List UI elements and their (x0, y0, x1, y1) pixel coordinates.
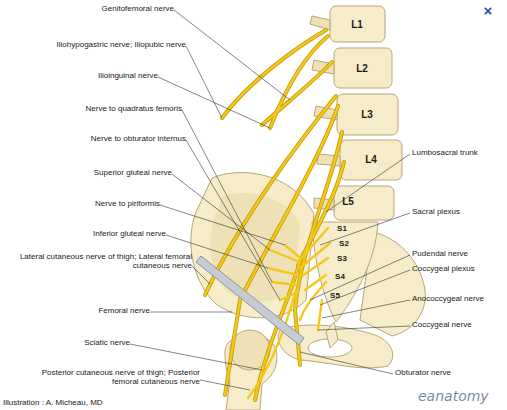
nerve-label: Femoral nerve (5, 306, 150, 315)
inguinal-ligament (196, 256, 304, 345)
leader-line (186, 46, 222, 118)
vertebra-label: L1 (345, 19, 369, 31)
nerve-label: Lumbosacral trunk (412, 148, 504, 157)
nerve-outline (205, 30, 344, 400)
leader-line (318, 326, 410, 330)
vertebra-label: S4 (330, 272, 350, 281)
nerve-label: Ilioinguinal nerve (8, 71, 158, 80)
vertebra-label: L2 (350, 63, 374, 75)
coccyx-bone (326, 322, 338, 348)
iliohypogastric-nerve (222, 30, 326, 118)
leader-lines (130, 10, 410, 390)
vertebral-body (334, 186, 394, 220)
vertebral-body (337, 94, 398, 135)
leader-line (182, 110, 272, 282)
nerve-label: Iliohypogastric nerve; Iliopubic nerve (6, 40, 186, 49)
close-icon: × (480, 2, 496, 19)
vertebra-label: S5 (325, 291, 345, 300)
ilioinguinal-nerve (270, 36, 328, 128)
leader-line (326, 154, 410, 212)
vertebral-body (330, 6, 385, 42)
nerve-label: Lateral cutaneous nerve of thigh; Latera… (2, 252, 192, 270)
nerve-label: Genitofemoral nerve (4, 4, 174, 13)
nerve-label: Superior gluteal nerve (7, 168, 172, 177)
vertebra-label: S3 (332, 254, 352, 263)
nerve-label: Pudendal nerve (412, 249, 504, 258)
nerve-label: Nerve to piriformis (5, 199, 160, 208)
nerve-label: Coccygeal plexus (412, 264, 504, 273)
nerve-outline (222, 30, 326, 118)
leader-line (192, 266, 210, 284)
vertebral-body (340, 140, 402, 180)
nerve-outline (225, 106, 338, 395)
nerve-group (205, 30, 344, 400)
nerve-label: Nerve to obturator internus (6, 134, 186, 143)
nerve-label: Posterior cutaneous nerve of thigh; Post… (25, 368, 200, 386)
leader-line (200, 380, 250, 390)
lateral-femoral-cutaneous-nerve (205, 96, 336, 295)
nerve-label: Inferior gluteal nerve (6, 229, 166, 238)
vertebra-label: L5 (336, 196, 360, 208)
leader-line (130, 344, 262, 370)
leader-line (150, 312, 232, 313)
logo-watermark: eanatomy (418, 388, 504, 404)
nerve-label: Anococcygeal nerve (412, 294, 504, 303)
leader-line (310, 255, 410, 300)
nerve-label: Obturator nerve (395, 368, 495, 377)
leader-line (172, 174, 270, 250)
nerve-label: Coccygeal nerve (412, 320, 504, 329)
leader-line (158, 77, 270, 128)
leader-line (322, 300, 410, 318)
vertebra-label: L4 (359, 154, 383, 166)
leader-line (320, 270, 410, 305)
vertebral-body (334, 48, 392, 88)
vertebra-label: L3 (355, 109, 379, 121)
nerve-label: Nerve to quadratus femoris (7, 104, 182, 113)
sacral-roots (298, 228, 330, 290)
credit-note: Illustration : A. Micheau, MD (3, 398, 203, 407)
vertebra-label: S2 (334, 239, 354, 248)
leader-line (320, 213, 410, 245)
leader-line (186, 140, 280, 300)
femoral-nerve (225, 106, 338, 395)
leader-line (174, 10, 290, 100)
nerve-label: Sciatic nerve (5, 338, 130, 347)
nerve-label: Sacral plexus (412, 207, 504, 216)
vertebra-label: S1 (332, 224, 352, 233)
leader-line (300, 352, 393, 374)
